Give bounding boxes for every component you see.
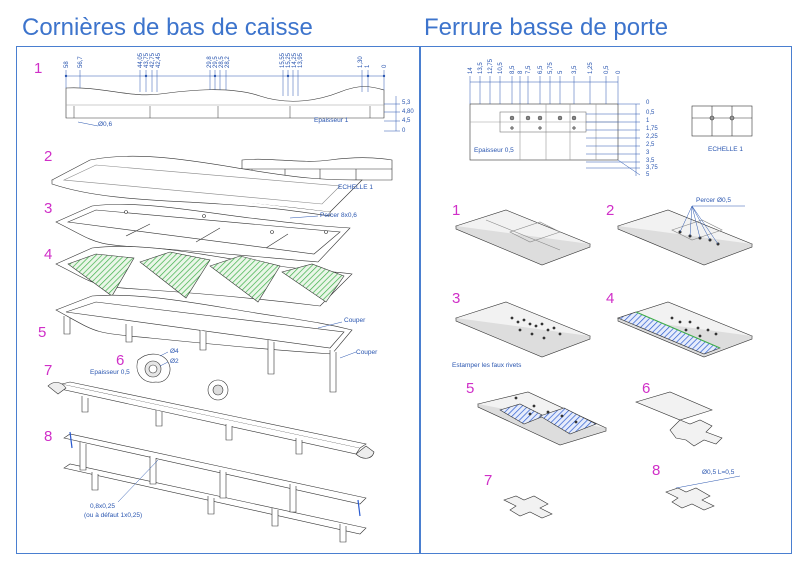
right-dim-right-5: 2,5: [646, 142, 655, 148]
page-title-left: Cornières de bas de caisse: [22, 14, 313, 41]
right-dim-top-2: 12,75: [488, 58, 494, 74]
left-step-7: 7: [44, 362, 53, 379]
right-note-thickness: Epaisseur 0,5: [474, 147, 514, 154]
right-dim-right-4: 2,25: [646, 134, 658, 140]
left-note-cut1: Couper: [344, 317, 366, 324]
right-dim-right-7: 3,5: [646, 158, 655, 164]
right-note-drill: Percer Ø0,5: [696, 197, 732, 204]
right-dim-top-1: 13,5: [478, 62, 484, 74]
right-dim-top-10: 3,5: [572, 65, 578, 74]
left-step4-frame: [55, 246, 353, 307]
right-step-4: 4: [606, 290, 615, 307]
right-step-5: 5: [466, 380, 475, 397]
drawing-frame: [16, 46, 792, 554]
left-note-drill: Percer 8x0,6: [320, 212, 357, 219]
right-dim-top-9: 5: [558, 70, 564, 74]
right-dim-top-0: 14: [468, 67, 474, 74]
right-dim-right-9: 5: [646, 172, 650, 178]
right-dim-right-8: 3,75: [646, 165, 658, 171]
left-step3-frame: [55, 204, 351, 263]
right-note-wire: Ø0,5 L=0,5: [702, 469, 735, 476]
left-dim-right-3: 0: [402, 128, 406, 134]
right-note-rivets: Estamper les faux rivets: [452, 362, 522, 369]
left-step-8: 8: [44, 428, 53, 445]
right-dim-top-4: 8,5: [510, 65, 516, 74]
right-dim-top-3: 10,5: [498, 62, 504, 74]
left-step-2: 2: [44, 148, 53, 165]
right-dim-top-5: 8: [518, 70, 524, 74]
right-dim-top-12: 0,5: [604, 65, 610, 74]
left-note-diameter: Ø0,6: [98, 121, 113, 128]
right-dim-right-0: 0: [646, 100, 650, 106]
right-tech-view: [469, 76, 753, 176]
right-note-scale: ECHELLE 1: [708, 146, 744, 153]
left-step-3: 3: [44, 200, 53, 217]
left-note-wire: 0,8x0,25: [90, 503, 115, 510]
right-iso-plates: [455, 205, 753, 519]
left-dim-right-1: 4,80: [402, 109, 414, 115]
left-note-d2: Ø2: [170, 358, 179, 365]
left-note-wire-alt: (ou à défaut 1x0,25): [84, 512, 143, 519]
right-dim-right-1: 0,5: [646, 110, 655, 116]
left-step-5: 5: [38, 324, 47, 341]
left-step5-frame: [55, 294, 357, 393]
left-note-washer-thickness: Epaisseur 0,5: [90, 369, 130, 376]
left-step-4: 4: [44, 246, 53, 263]
left-dim-right-0: 5,3: [402, 100, 411, 106]
left-step-1: 1: [34, 60, 43, 77]
right-dim-top-6: 7,5: [526, 65, 532, 74]
panel-divider: [419, 46, 421, 554]
right-dim-right-3: 1,75: [646, 126, 658, 132]
right-step-1: 1: [452, 202, 461, 219]
right-step-2: 2: [606, 202, 615, 219]
right-dim-right-6: 3: [646, 150, 650, 156]
right-dim-top-7: 6,5: [538, 65, 544, 74]
right-step-3: 3: [452, 290, 461, 307]
left-note-d4: Ø4: [170, 348, 179, 355]
left-note-scale: ECHELLE 1: [338, 184, 374, 191]
left-note-thickness: Epaisseur 1: [314, 117, 349, 124]
right-step-6: 6: [642, 380, 651, 397]
left-step1-view: [64, 70, 400, 132]
left-dim-right-2: 4,5: [402, 118, 411, 124]
left-step-6: 6: [116, 352, 125, 369]
right-step-8: 8: [652, 462, 661, 479]
right-step-7: 7: [484, 472, 493, 489]
left-step6-washer: [136, 351, 229, 401]
left-step7-frame: [47, 381, 375, 459]
right-dim-top-11: 1,25: [588, 62, 594, 74]
right-dim-top-8: 5,75: [548, 62, 554, 74]
page-title-right: Ferrure basse de porte: [424, 14, 669, 41]
left-note-cut2: Couper: [356, 349, 378, 356]
left-step8-rails: [63, 431, 367, 543]
right-dim-right-2: 1: [646, 118, 650, 124]
left-step2-plate: [51, 155, 363, 217]
right-dim-top-13: 0: [616, 70, 622, 74]
